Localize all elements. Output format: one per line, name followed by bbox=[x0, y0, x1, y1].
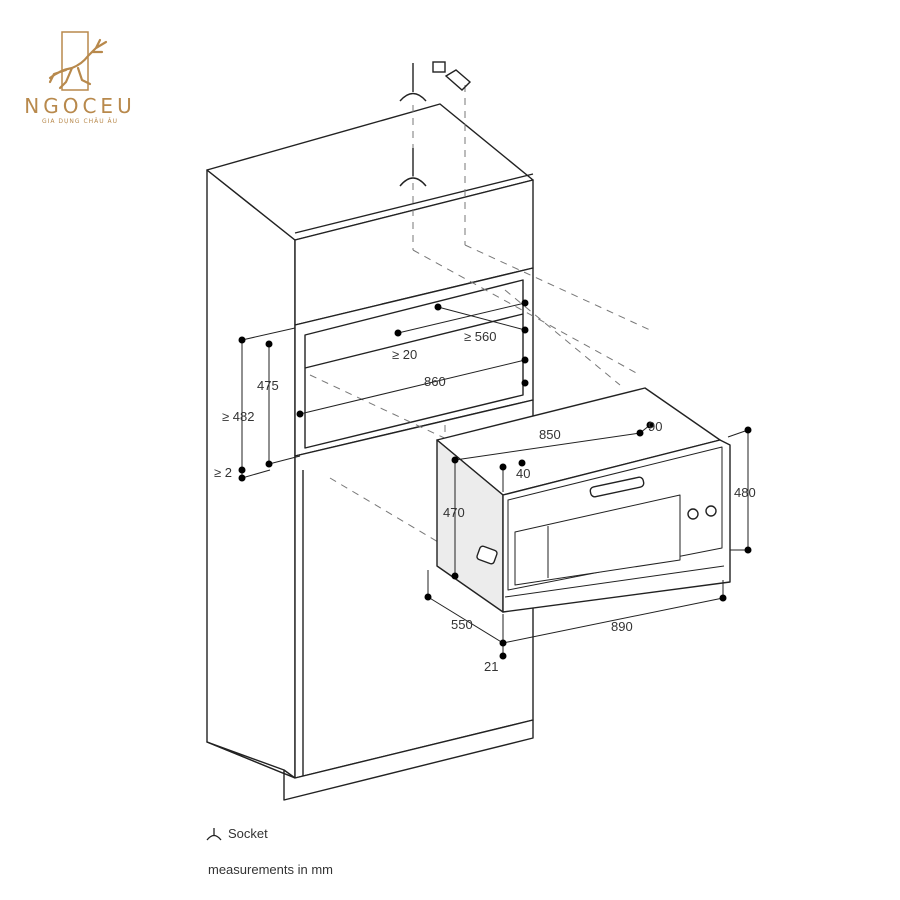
dim-niche-depth: ≥ 560 bbox=[464, 329, 496, 344]
brand-tagline: GIA DỤNG CHÂU ÂU bbox=[41, 118, 119, 125]
dimension-labels: 475 ≥ 482 ≥ 2 860 ≥ 20 ≥ 560 850 90 40 4… bbox=[214, 329, 756, 674]
dimension-dots bbox=[238, 299, 752, 660]
dim-niche-gap: ≥ 2 bbox=[214, 465, 232, 480]
socket-legend-icon bbox=[206, 827, 222, 840]
legend-socket-label: Socket bbox=[228, 826, 268, 841]
socket-icon-upper bbox=[399, 63, 427, 102]
brand-name: NGOCEU bbox=[24, 94, 136, 118]
appliance bbox=[436, 387, 731, 613]
units-note: measurements in mm bbox=[208, 862, 333, 877]
dim-front-thickness: 21 bbox=[484, 659, 498, 674]
brand-logo: NGOCEU GIA DỤNG CHÂU ÂU bbox=[20, 30, 150, 130]
dim-front-height: 480 bbox=[734, 485, 756, 500]
dim-front-offset: 40 bbox=[516, 466, 530, 481]
plug-icon bbox=[432, 61, 472, 91]
socket-symbols bbox=[399, 61, 472, 187]
dim-appliance-width: 850 bbox=[539, 427, 561, 442]
legend: Socket bbox=[206, 826, 268, 841]
dim-front-width: 890 bbox=[611, 619, 633, 634]
deer-logo-icon bbox=[48, 31, 108, 91]
dim-niche-height: 475 bbox=[257, 378, 279, 393]
dim-handle-offset: 90 bbox=[648, 419, 662, 434]
legend-socket: Socket bbox=[206, 826, 268, 841]
dim-appliance-depth: 550 bbox=[451, 617, 473, 632]
dim-niche-back-gap: ≥ 20 bbox=[392, 347, 417, 362]
dim-appliance-height: 470 bbox=[443, 505, 465, 520]
dim-niche-width: 860 bbox=[424, 374, 446, 389]
dim-niche-total-height: ≥ 482 bbox=[222, 409, 254, 424]
socket-icon-lower bbox=[399, 148, 427, 187]
cabinet bbox=[206, 103, 534, 801]
